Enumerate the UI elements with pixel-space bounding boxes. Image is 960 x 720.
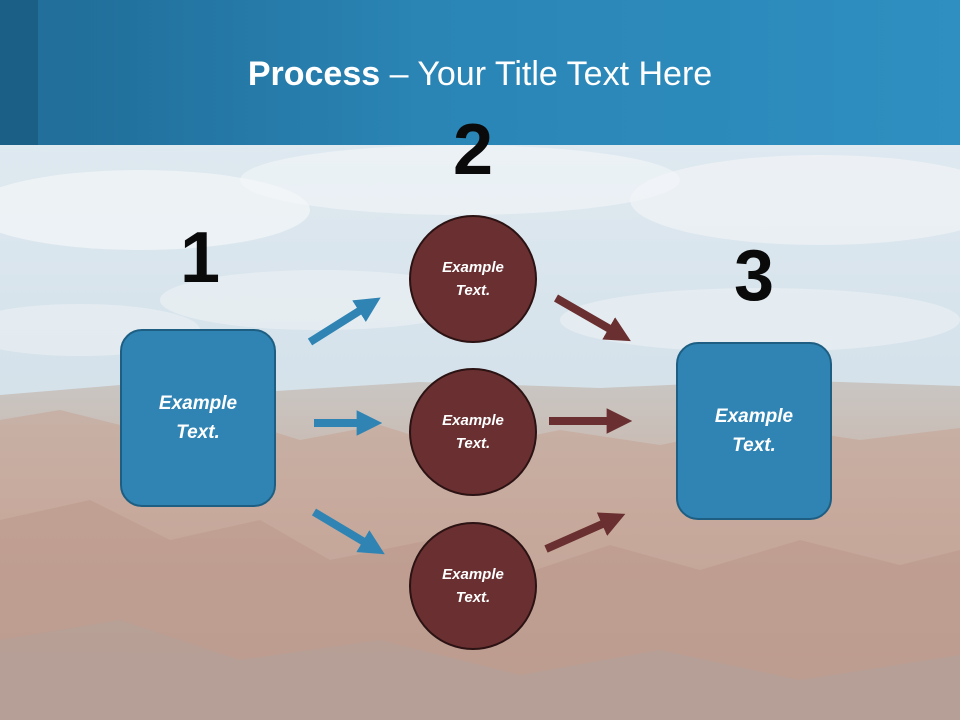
step2-circle-bottom[interactable]: Example Text. [409, 522, 537, 650]
step1-box[interactable]: Example Text. [120, 329, 276, 507]
header-accent-stripe-secondary [38, 0, 75, 145]
arrow-step1-to-bottom[interactable] [311, 508, 385, 555]
arrow-top-to-step3[interactable] [554, 294, 631, 342]
step2-circle-middle[interactable]: Example Text. [409, 368, 537, 496]
title-rest-part: – Your Title Text Here [380, 55, 713, 93]
header-band [0, 0, 960, 145]
step-number-2: 2 [452, 110, 494, 190]
step-number-3: 3 [733, 236, 775, 316]
step2-circle-top[interactable]: Example Text. [409, 215, 537, 343]
arrow-step1-to-top[interactable] [307, 297, 381, 346]
title-bold-part: Process [247, 55, 381, 93]
slide-title[interactable]: Process – Your Title Text Here [0, 52, 960, 96]
step3-box[interactable]: Example Text. [676, 342, 832, 520]
step-number-1: 1 [179, 218, 221, 298]
arrow-bottom-to-step3[interactable] [544, 512, 626, 553]
header-accent-stripe [0, 0, 38, 145]
